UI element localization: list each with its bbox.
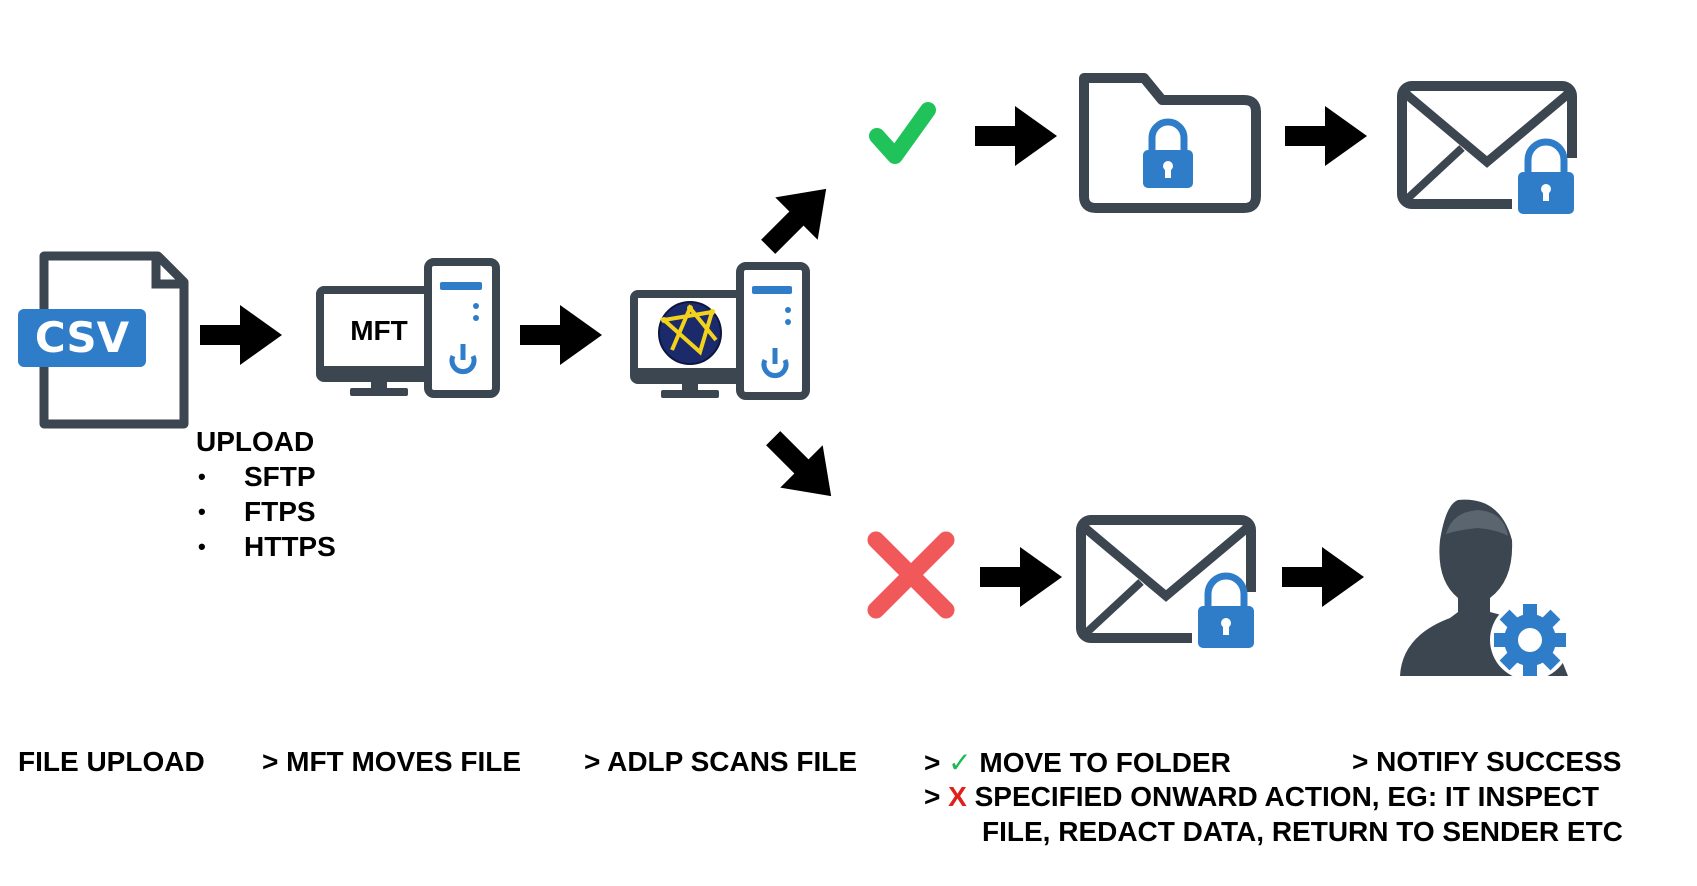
- caption-fail: > X SPECIFIED ONWARD ACTION, EG: IT INSP…: [924, 781, 1599, 813]
- cross-mark-text: X: [948, 781, 967, 812]
- caption-prefix: >: [924, 781, 941, 812]
- arrow-right-icon: [200, 305, 282, 365]
- arrow-right-icon: [1282, 547, 1364, 607]
- caption-fail-text: SPECIFIED ONWARD ACTION, EG: IT INSPECT: [974, 781, 1599, 812]
- list-item: • SFTP: [196, 459, 336, 494]
- locked-mail-icon: [1397, 81, 1578, 220]
- arrow-up-right-icon: [746, 167, 848, 269]
- caption-fail-continued: FILE, REDACT DATA, RETURN TO SENDER ETC: [982, 816, 1623, 847]
- list-item: • FTPS: [196, 494, 336, 529]
- locked-mail-icon: [1076, 515, 1258, 656]
- arrow-right-icon: [520, 305, 602, 365]
- protocol-label: SFTP: [244, 461, 316, 492]
- bullet-icon: •: [198, 464, 206, 489]
- bullet-icon: •: [198, 534, 206, 559]
- protocol-label: HTTPS: [244, 531, 336, 562]
- arrow-right-icon: [980, 547, 1062, 607]
- caption-notify: > NOTIFY SUCCESS: [1352, 746, 1622, 777]
- checkmark-icon: [869, 102, 936, 164]
- csv-label: CSV: [35, 313, 130, 362]
- caption-prefix: >: [924, 747, 941, 778]
- csv-file-icon: CSV: [18, 251, 189, 429]
- caption-success: > ✓ MOVE TO FOLDER: [924, 746, 1231, 779]
- user-gear-icon: [1400, 499, 1570, 680]
- computer-icon: MFT: [316, 258, 500, 398]
- computer-globe-icon: [630, 262, 810, 400]
- list-item: • HTTPS: [196, 529, 336, 564]
- protocol-label: FTPS: [244, 496, 316, 527]
- caption-adlp-scans: > ADLP SCANS FILE: [584, 746, 858, 777]
- upload-protocols: UPLOAD • SFTP • FTPS • HTTPS: [196, 424, 336, 564]
- arrow-down-right-icon: [751, 416, 853, 518]
- protocol-list: • SFTP • FTPS • HTTPS: [196, 459, 336, 564]
- check-mark-text: ✓: [948, 747, 972, 778]
- arrow-right-icon: [1285, 106, 1367, 166]
- upload-title: UPLOAD: [196, 426, 315, 457]
- locked-folder-icon: [1079, 73, 1261, 213]
- caption-file-upload: FILE UPLOAD: [18, 746, 205, 777]
- caption-mft-moves: > MFT MOVES FILE: [262, 746, 522, 777]
- arrow-right-icon: [975, 106, 1057, 166]
- mft-label: MFT: [350, 315, 408, 346]
- cross-icon: [867, 531, 955, 619]
- bullet-icon: •: [198, 499, 206, 524]
- caption-success-text: MOVE TO FOLDER: [979, 747, 1231, 778]
- globe-icon: [658, 301, 722, 365]
